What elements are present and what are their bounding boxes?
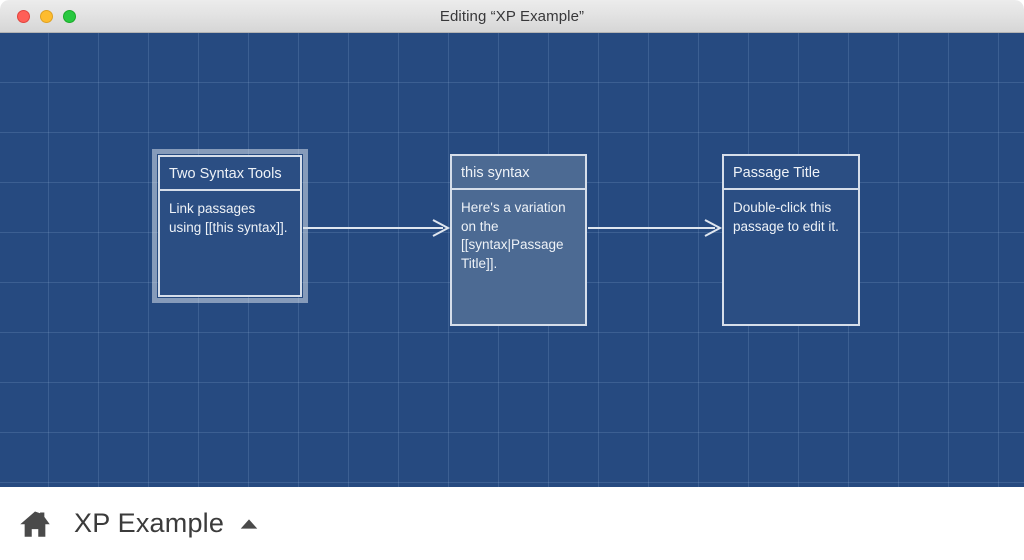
passage-body: Here's a variation on the [[syntax|Passa… <box>461 200 566 271</box>
link-arrowhead-1 <box>432 219 451 237</box>
story-bottom-bar: XP Example <box>0 487 1024 560</box>
passage-title: Passage Title <box>724 156 858 190</box>
passage-body: Link passages using [[this syntax]]. <box>169 201 288 235</box>
passage-card[interactable]: Passage Title Double-click this passage … <box>722 154 860 326</box>
passage-body: Double-click this passage to edit it. <box>733 200 839 234</box>
link-arrowhead-2 <box>704 219 723 237</box>
minimize-window-button[interactable] <box>40 10 53 23</box>
close-window-button[interactable] <box>17 10 30 23</box>
story-name-label: XP Example <box>74 508 225 538</box>
story-map-canvas[interactable]: Two Syntax Tools Link passages using [[t… <box>0 33 1024 487</box>
passage-card[interactable]: Two Syntax Tools Link passages using [[t… <box>152 149 308 303</box>
passage-title: Two Syntax Tools <box>160 157 300 191</box>
passage-card[interactable]: this syntax Here's a variation on the [[… <box>450 154 587 326</box>
home-icon[interactable] <box>18 507 52 541</box>
window-title: Editing “XP Example” <box>439 8 585 25</box>
zoom-window-button[interactable] <box>63 10 76 23</box>
title-bar: Editing “XP Example” <box>0 0 1024 33</box>
caret-up-icon[interactable] <box>238 513 260 535</box>
passage-title: this syntax <box>452 156 585 190</box>
